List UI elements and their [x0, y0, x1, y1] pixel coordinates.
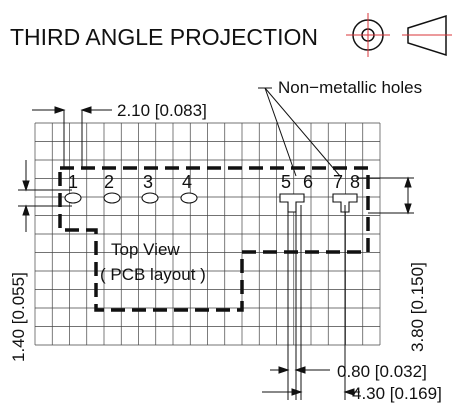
pin-number: 8 — [350, 172, 360, 192]
holes-callout — [258, 87, 341, 177]
right-vertical-dimension-label: 3.80 [0.150] — [408, 262, 427, 352]
pin-span-dimension-label: 4.30 [0.169] — [352, 384, 442, 403]
grid — [34, 122, 381, 346]
pitch-dimension-label: 2.10 [0.083] — [117, 101, 207, 120]
pin-hole — [64, 192, 82, 204]
pin-numbers: 1 2 3 4 5 6 7 8 — [68, 172, 360, 192]
pitch-dimension — [32, 106, 112, 168]
bottom-dimensions — [262, 205, 360, 400]
pin-number: 7 — [333, 172, 343, 192]
pin-hole — [141, 192, 159, 204]
hole-span-dimension-label: 0.80 [0.032] — [337, 362, 427, 381]
pin-hole-tee — [279, 193, 305, 213]
pin-number: 4 — [182, 172, 192, 192]
projection-title: THIRD ANGLE PROJECTION — [10, 24, 318, 50]
pin-holes — [64, 192, 358, 213]
pin-number: 2 — [104, 172, 114, 192]
pin-hole — [103, 192, 121, 204]
top-view-label: Top View — [111, 240, 180, 259]
pin-number: 3 — [143, 172, 153, 192]
non-metallic-holes-label: Non−metallic holes — [278, 78, 422, 97]
pin-number: 1 — [68, 172, 78, 192]
pin-hole-tee — [332, 193, 358, 213]
left-vertical-dimension — [18, 160, 72, 232]
component-outline — [58, 166, 370, 312]
pin-number: 5 — [281, 172, 291, 192]
pin-number: 6 — [303, 172, 313, 192]
pcb-layout-label: ( PCB layout ) — [100, 265, 206, 284]
pin-hole — [180, 192, 198, 204]
right-vertical-dimension — [356, 176, 414, 215]
left-vertical-dimension-label: 1.40 [0.055] — [9, 272, 28, 362]
third-angle-projection-icon — [346, 13, 452, 57]
